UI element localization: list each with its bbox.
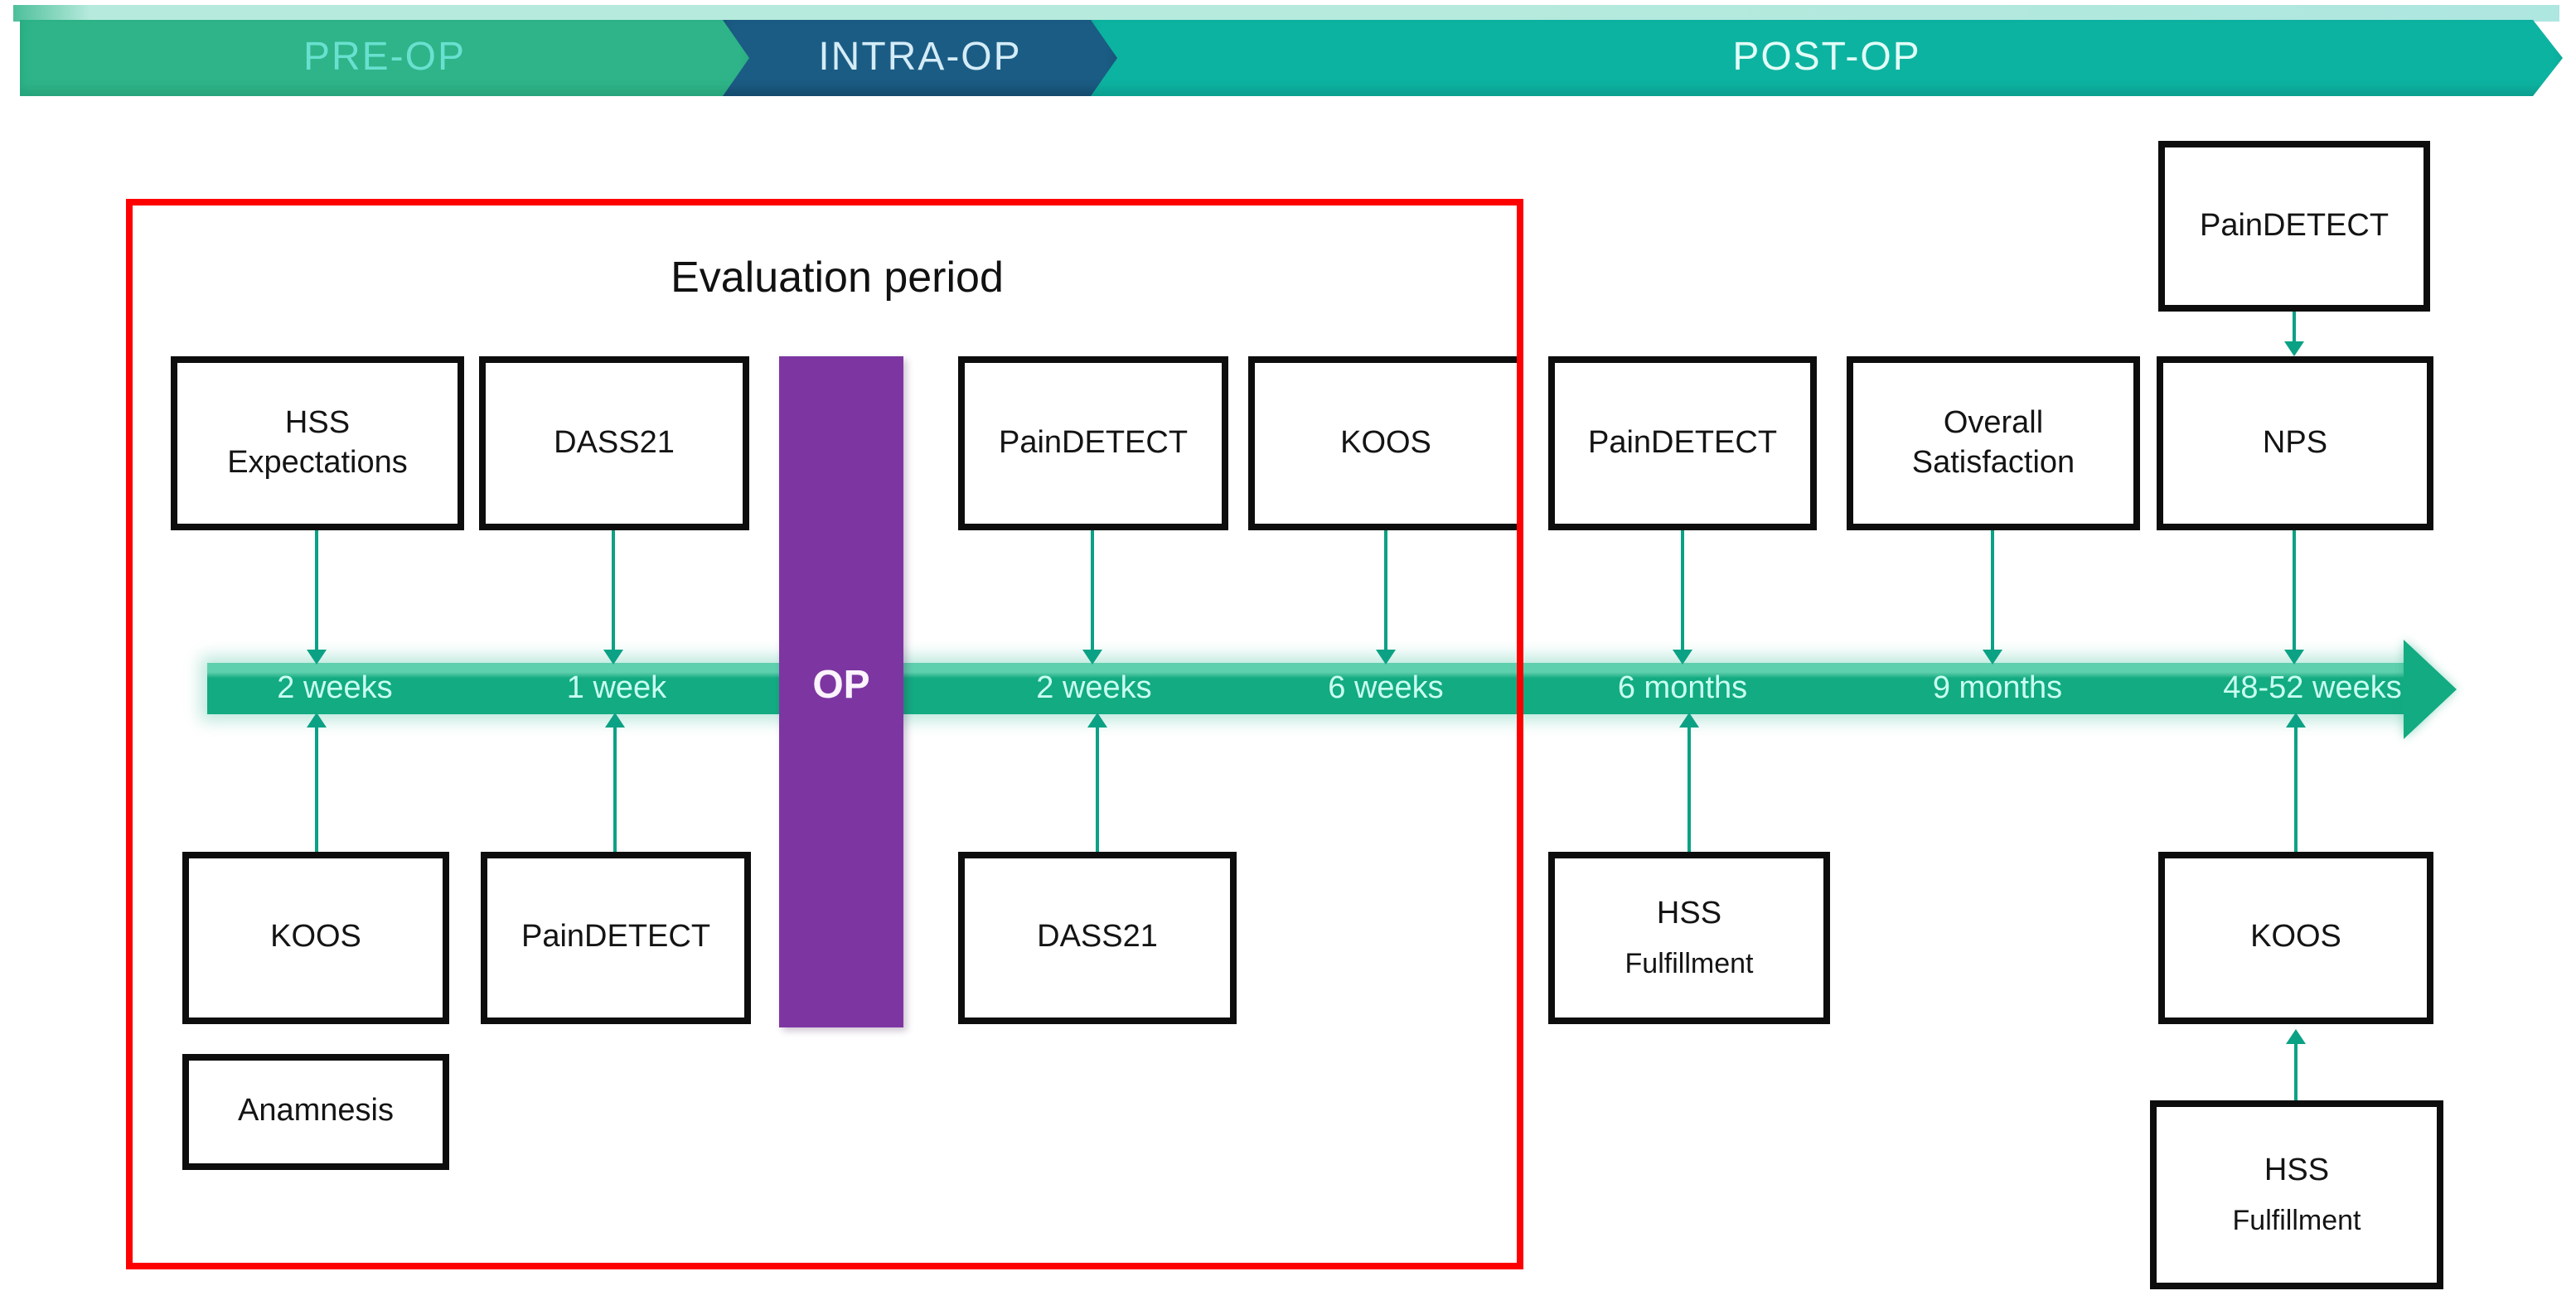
banner-highlight-strip [13,5,2559,22]
op-label: OP [812,663,870,708]
box-label: KOOS [1340,425,1431,461]
box-koos-2-weeks-pre: KOOS [182,852,449,1024]
op-surgery-bar: OP [779,356,903,1027]
evaluation-period-title: Evaluation period [671,252,1004,302]
box-label: Anamnesis [238,1094,394,1129]
box-label: KOOS [2250,920,2341,955]
tick-label-6-weeks: 6 weeks [1328,671,1444,706]
connector-line [613,726,617,855]
box-paindetect-6-months: PainDETECT [1548,356,1817,530]
box-label: Overall [1943,405,2044,441]
connector-arrowhead-up [2286,1029,2306,1044]
phase-band-post-op: POST-OP [1091,20,2563,96]
connector-line [315,726,318,855]
phase-label-intra-op: INTRA-OP [818,35,1022,80]
tick-label-6-months: 6 months [1617,671,1748,706]
connector-line [315,530,318,653]
box-paindetect-1-week: PainDETECT [481,852,751,1024]
box-label: Expectations [227,445,408,480]
connector-arrowhead-down [1673,650,1692,665]
connector-line [1096,726,1099,855]
connector-arrowhead-down [307,650,327,665]
connector-line [2294,726,2298,855]
box-label: HSS [284,405,351,441]
box-label: PainDETECT [521,920,711,955]
box-label: HSS [2264,1153,2330,1187]
box-overall-satisfaction: Overall Satisfaction [1847,356,2140,530]
box-label: Satisfaction [1911,445,2075,480]
connector-arrowhead-down [2284,341,2304,356]
connector-line [1687,726,1691,855]
connector-arrowhead-down [603,650,623,665]
tick-label-2-weeks-pre: 2 weeks [277,671,393,706]
connector-arrowhead-up [307,713,327,728]
box-hss-expectations: HSS Expectations [171,356,464,530]
box-label: Fulfillment [1625,948,1754,980]
connector-arrowhead-up [605,713,625,728]
timeline-arrowhead-icon [2404,640,2457,739]
connector-line [2293,312,2296,343]
connector-line [612,530,615,653]
tick-label-1-week: 1 week [566,671,667,706]
connector-arrowhead-down [2284,650,2304,665]
box-dass21-2-weeks-post: DASS21 [958,852,1237,1024]
box-hss-fulfillment-6-months: HSS Fulfillment [1548,852,1830,1024]
phase-label-pre-op: PRE-OP [303,35,466,80]
box-dass21-pre: DASS21 [479,356,749,530]
box-label: KOOS [270,920,361,955]
box-label: DASS21 [554,425,675,461]
connector-line [1681,530,1684,653]
connector-arrowhead-down [1983,650,2002,665]
box-label: PainDETECT [2199,208,2390,244]
connector-arrowhead-up [1679,713,1699,728]
connector-line [2293,530,2296,653]
tick-label-2-weeks-post: 2 weeks [1036,671,1152,706]
connector-line [1991,530,1994,653]
connector-line [1384,530,1387,653]
connector-arrowhead-up [1087,713,1107,728]
timeline-bar [207,663,2412,714]
phase-band-intra-op: INTRA-OP [723,20,1117,96]
tick-label-48-52-weeks: 48-52 weeks [2223,671,2402,706]
box-koos-6-weeks: KOOS [1248,356,1523,530]
box-label: PainDETECT [1587,425,1778,461]
connector-arrowhead-down [1082,650,1102,665]
connector-line [2294,1042,2298,1100]
box-koos-48-52-weeks: KOOS [2158,852,2433,1024]
connector-arrowhead-down [1376,650,1396,665]
box-label: Fulfillment [2232,1205,2361,1237]
box-label: DASS21 [1037,920,1158,955]
box-hss-fulfillment-bottom: HSS Fulfillment [2150,1100,2443,1289]
connector-line [1091,530,1094,653]
box-nps: NPS [2157,356,2433,530]
box-paindetect-top: PainDETECT [2158,141,2430,312]
phase-label-post-op: POST-OP [1732,35,1921,80]
phase-band-pre-op: PRE-OP [20,20,749,96]
box-paindetect-2-weeks: PainDETECT [958,356,1228,530]
box-label: NPS [2262,425,2328,461]
tick-label-9-months: 9 months [1932,671,2063,706]
box-label: HSS [1656,896,1722,931]
box-label: PainDETECT [998,425,1189,461]
connector-arrowhead-up [2286,713,2306,728]
box-anamnesis: Anamnesis [182,1054,449,1170]
